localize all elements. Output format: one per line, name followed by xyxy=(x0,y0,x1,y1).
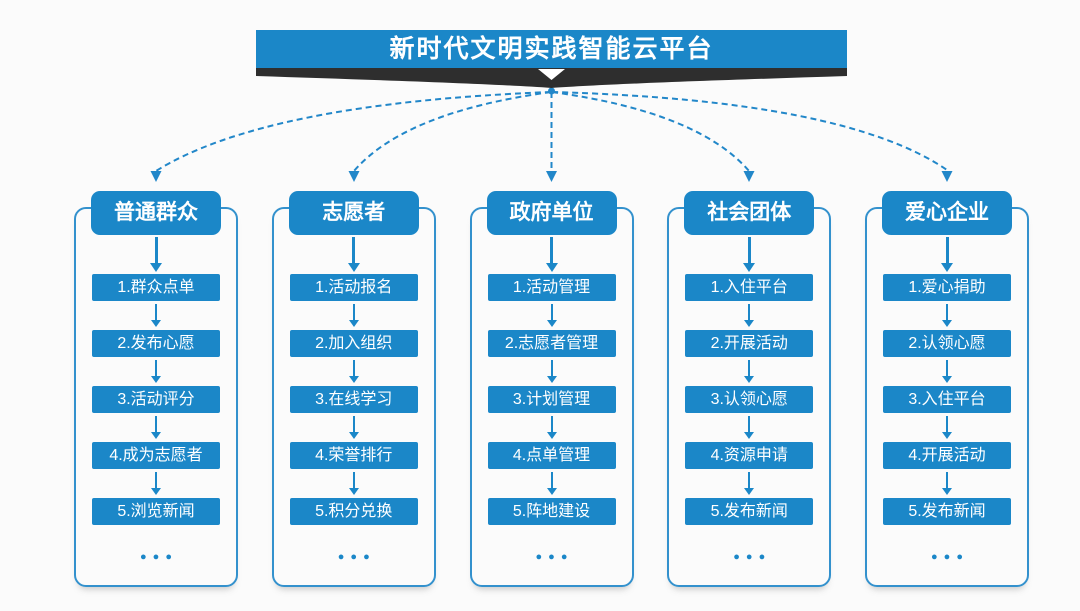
down-arrow-icon xyxy=(546,469,557,498)
step-item: 3.入住平台 xyxy=(883,386,1011,413)
step-item: 4.成为志愿者 xyxy=(92,442,220,469)
down-arrow-icon xyxy=(150,235,162,274)
down-arrow-icon xyxy=(348,301,359,330)
down-arrow-icon xyxy=(942,301,952,330)
column-caring-enterprises: 爱心企业 1.爱心捐助 2.认领心愿 3.入住平台 4.开展活动 5.发布新闻 … xyxy=(865,191,1029,587)
down-arrow-icon xyxy=(151,413,161,442)
column-box: 1.群众点单 2.发布心愿 3.活动评分 4.成为志愿者 5.浏览新闻 ●●● xyxy=(74,207,238,587)
step-item: 5.发布新闻 xyxy=(883,498,1011,525)
arrowhead-icon xyxy=(546,171,557,182)
column-box: 1.活动管理 2.志愿者管理 3.计划管理 4.点单管理 5.阵地建设 ●●● xyxy=(469,207,634,587)
connector-curve xyxy=(551,91,750,172)
column-box: 1.活动报名 2.加入组织 3.在线学习 4.荣誉排行 5.积分兑换 ●●● xyxy=(271,207,436,587)
down-arrow-icon xyxy=(743,235,756,274)
down-arrow-icon xyxy=(941,235,953,274)
down-arrow-icon xyxy=(348,413,359,442)
down-arrow-icon xyxy=(546,413,557,442)
more-ellipsis: ●●● xyxy=(140,551,178,563)
step-item: 2.发布心愿 xyxy=(92,330,220,357)
down-arrow-icon xyxy=(744,413,755,442)
column-header: 政府单位 xyxy=(486,191,617,235)
down-arrow-icon xyxy=(546,357,557,386)
down-arrow-icon xyxy=(347,235,360,274)
column-box: 1.爱心捐助 2.认领心愿 3.入住平台 4.开展活动 5.发布新闻 ●●● xyxy=(865,207,1029,587)
banner-ribbon xyxy=(256,67,847,88)
step-item: 1.入住平台 xyxy=(685,274,814,301)
down-arrow-icon xyxy=(545,235,558,274)
down-arrow-icon xyxy=(546,301,557,330)
step-item: 3.计划管理 xyxy=(487,386,616,413)
down-arrow-icon xyxy=(151,357,161,386)
step-item: 5.浏览新闻 xyxy=(92,498,220,525)
column-social-groups: 社会团体 1.入住平台 2.开展活动 3.认领心愿 4.资源申请 5.发布新闻 … xyxy=(667,191,832,587)
down-triangle-icon xyxy=(538,69,565,80)
column-header: 社会团体 xyxy=(684,191,815,235)
step-item: 4.荣誉排行 xyxy=(289,442,418,469)
step-item: 1.爱心捐助 xyxy=(883,274,1011,301)
step-item: 4.开展活动 xyxy=(883,442,1011,469)
arrowhead-icon xyxy=(743,171,755,182)
arrowhead-icon xyxy=(150,171,162,182)
more-ellipsis: ●●● xyxy=(535,551,574,563)
arrowhead-icon xyxy=(941,171,953,182)
step-item: 2.认领心愿 xyxy=(883,330,1011,357)
step-item: 5.发布新闻 xyxy=(685,498,814,525)
step-item: 4.点单管理 xyxy=(487,442,616,469)
platform-title-banner: 新时代文明实践智能云平台 xyxy=(256,30,847,68)
step-item: 3.认领心愿 xyxy=(685,386,814,413)
down-arrow-icon xyxy=(942,357,952,386)
step-item: 5.积分兑换 xyxy=(289,498,418,525)
more-ellipsis: ●●● xyxy=(931,551,969,563)
step-item: 4.资源申请 xyxy=(685,442,814,469)
column-volunteers: 志愿者 1.活动报名 2.加入组织 3.在线学习 4.荣誉排行 5.积分兑换 ●… xyxy=(271,191,436,587)
column-header: 普通群众 xyxy=(91,191,221,235)
step-item: 5.阵地建设 xyxy=(487,498,616,525)
columns-row: 普通群众 1.群众点单 2.发布心愿 3.活动评分 4.成为志愿者 5.浏览新闻… xyxy=(74,191,1029,587)
step-item: 2.开展活动 xyxy=(685,330,814,357)
connector-curve xyxy=(155,91,552,172)
step-item: 3.在线学习 xyxy=(289,386,418,413)
more-ellipsis: ●●● xyxy=(337,551,376,563)
step-item: 1.活动报名 xyxy=(289,274,418,301)
connector-curve xyxy=(551,91,948,171)
down-arrow-icon xyxy=(151,469,161,498)
column-government-units: 政府单位 1.活动管理 2.志愿者管理 3.计划管理 4.点单管理 5.阵地建设… xyxy=(469,191,634,587)
step-item: 3.活动评分 xyxy=(92,386,220,413)
column-general-public: 普通群众 1.群众点单 2.发布心愿 3.活动评分 4.成为志愿者 5.浏览新闻… xyxy=(74,191,238,587)
down-arrow-icon xyxy=(348,469,359,498)
column-header: 志愿者 xyxy=(288,191,419,235)
column-header: 爱心企业 xyxy=(882,191,1012,235)
step-item: 2.志愿者管理 xyxy=(487,330,616,357)
arrowhead-icon xyxy=(348,171,360,182)
step-item: 1.群众点单 xyxy=(92,274,220,301)
step-item: 1.活动管理 xyxy=(487,274,616,301)
down-arrow-icon xyxy=(348,357,359,386)
step-item: 2.加入组织 xyxy=(289,330,418,357)
more-ellipsis: ●●● xyxy=(733,551,772,563)
column-box: 1.入住平台 2.开展活动 3.认领心愿 4.资源申请 5.发布新闻 ●●● xyxy=(667,207,832,587)
down-arrow-icon xyxy=(151,301,161,330)
hub-dot-icon xyxy=(548,87,555,95)
down-arrow-icon xyxy=(942,469,952,498)
connector-curve xyxy=(353,91,552,172)
down-arrow-icon xyxy=(942,413,952,442)
down-arrow-icon xyxy=(744,301,755,330)
down-arrow-icon xyxy=(744,357,755,386)
down-arrow-icon xyxy=(744,469,755,498)
